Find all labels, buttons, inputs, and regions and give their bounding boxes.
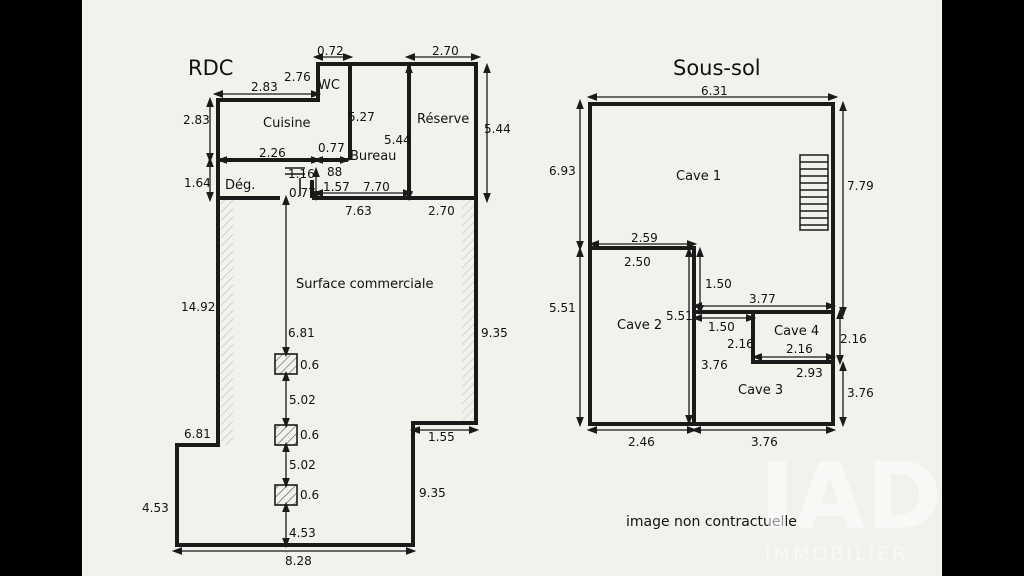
- dim-label: 0.6: [300, 358, 319, 372]
- dim-label: 6.81: [288, 326, 315, 340]
- dim-label: 8.28: [285, 554, 312, 568]
- stairs-icon: [799, 154, 829, 231]
- dim-label: 2.93: [796, 366, 823, 380]
- dim-label: 1.16: [288, 167, 315, 181]
- dim-label: 3.76: [847, 386, 874, 400]
- dim-label: 5.51: [666, 309, 693, 323]
- room-cave-4: Cave 4: [774, 324, 819, 339]
- dim-label: 1.50: [708, 320, 735, 334]
- sous-sol-dimension-lines: [576, 93, 847, 434]
- rdc-title: RDC: [188, 56, 233, 80]
- sous-sol-outline: [588, 102, 835, 426]
- room-cave-1: Cave 1: [676, 169, 721, 184]
- dim-label: 7.63: [345, 204, 372, 218]
- dim-label: 5.44: [484, 122, 511, 136]
- pillar: [274, 424, 298, 446]
- dim-label: 1.64: [184, 176, 211, 190]
- room-deg: Dég.: [225, 178, 255, 193]
- dim-label: 3.77: [749, 292, 776, 306]
- dim-label: 2.83: [251, 80, 278, 94]
- dim-label: 2.16: [840, 332, 867, 346]
- dim-label: 7.70: [363, 180, 390, 194]
- dim-label: 3.76: [751, 435, 778, 449]
- dim-label: 1.55: [428, 430, 455, 444]
- dim-label: 6.81: [184, 427, 211, 441]
- sous-sol-title: Sous-sol: [673, 56, 761, 80]
- dim-label: 5.27: [348, 110, 375, 124]
- dim-label: 9.35: [481, 326, 508, 340]
- dim-label: 4.53: [142, 501, 169, 515]
- dim-label: 0.6: [300, 428, 319, 442]
- wall-hatch-right: [462, 200, 474, 420]
- room-reserve: Réserve: [417, 112, 469, 127]
- dim-label: 5.51: [549, 301, 576, 315]
- brand-watermark-sub: IMMOBILIER: [765, 543, 908, 565]
- room-cave-2: Cave 2: [617, 318, 662, 333]
- room-cave-3: Cave 3: [738, 383, 783, 398]
- dim-label: 5.02: [289, 393, 316, 407]
- dim-label: 88: [327, 165, 342, 179]
- dim-label: 14.92: [181, 300, 215, 314]
- dim-label: 4.53: [289, 526, 316, 540]
- dim-label: 2.16: [786, 342, 813, 356]
- dim-label: 2.50: [624, 255, 651, 269]
- dim-label: 5.02: [289, 458, 316, 472]
- dim-label: 0.6: [300, 488, 319, 502]
- brand-watermark: IAD: [760, 443, 942, 550]
- dim-label: 2.26: [259, 146, 286, 160]
- dim-label: 5.44: [384, 133, 411, 147]
- rdc-dimension-lines: [171, 53, 491, 555]
- dim-label: 2.46: [628, 435, 655, 449]
- dim-label: 1.57: [323, 180, 350, 194]
- pillar: [274, 353, 298, 375]
- room-bureau: Bureau: [350, 149, 396, 164]
- pillar: [274, 484, 298, 506]
- dim-label: 2.16: [727, 337, 754, 351]
- wall-hatch-left: [221, 200, 233, 445]
- dim-label: 2.59: [631, 231, 658, 245]
- dim-label: 3.76: [701, 358, 728, 372]
- dim-label: 7.79: [847, 179, 874, 193]
- dim-label: 6.31: [701, 84, 728, 98]
- disclaimer-note: image non contractuelle: [626, 514, 797, 530]
- dim-label: 9.35: [419, 486, 446, 500]
- dim-label: 2.76: [284, 70, 311, 84]
- room-wc: WC: [318, 78, 340, 93]
- dim-label: 1.50: [705, 277, 732, 291]
- dim-label: 2.83: [183, 113, 210, 127]
- dim-label: 6.93: [549, 164, 576, 178]
- dim-label: 2.70: [428, 204, 455, 218]
- cave4-wall: [751, 312, 833, 364]
- deg-door: [285, 167, 305, 196]
- room-surface-commerciale: Surface commerciale: [296, 277, 433, 292]
- dim-label: 2.70: [432, 44, 459, 58]
- dim-label: 0.77: [289, 186, 316, 200]
- dim-label: 0.77: [318, 141, 345, 155]
- dim-label: 0.72: [317, 44, 344, 58]
- room-cuisine: Cuisine: [263, 116, 311, 131]
